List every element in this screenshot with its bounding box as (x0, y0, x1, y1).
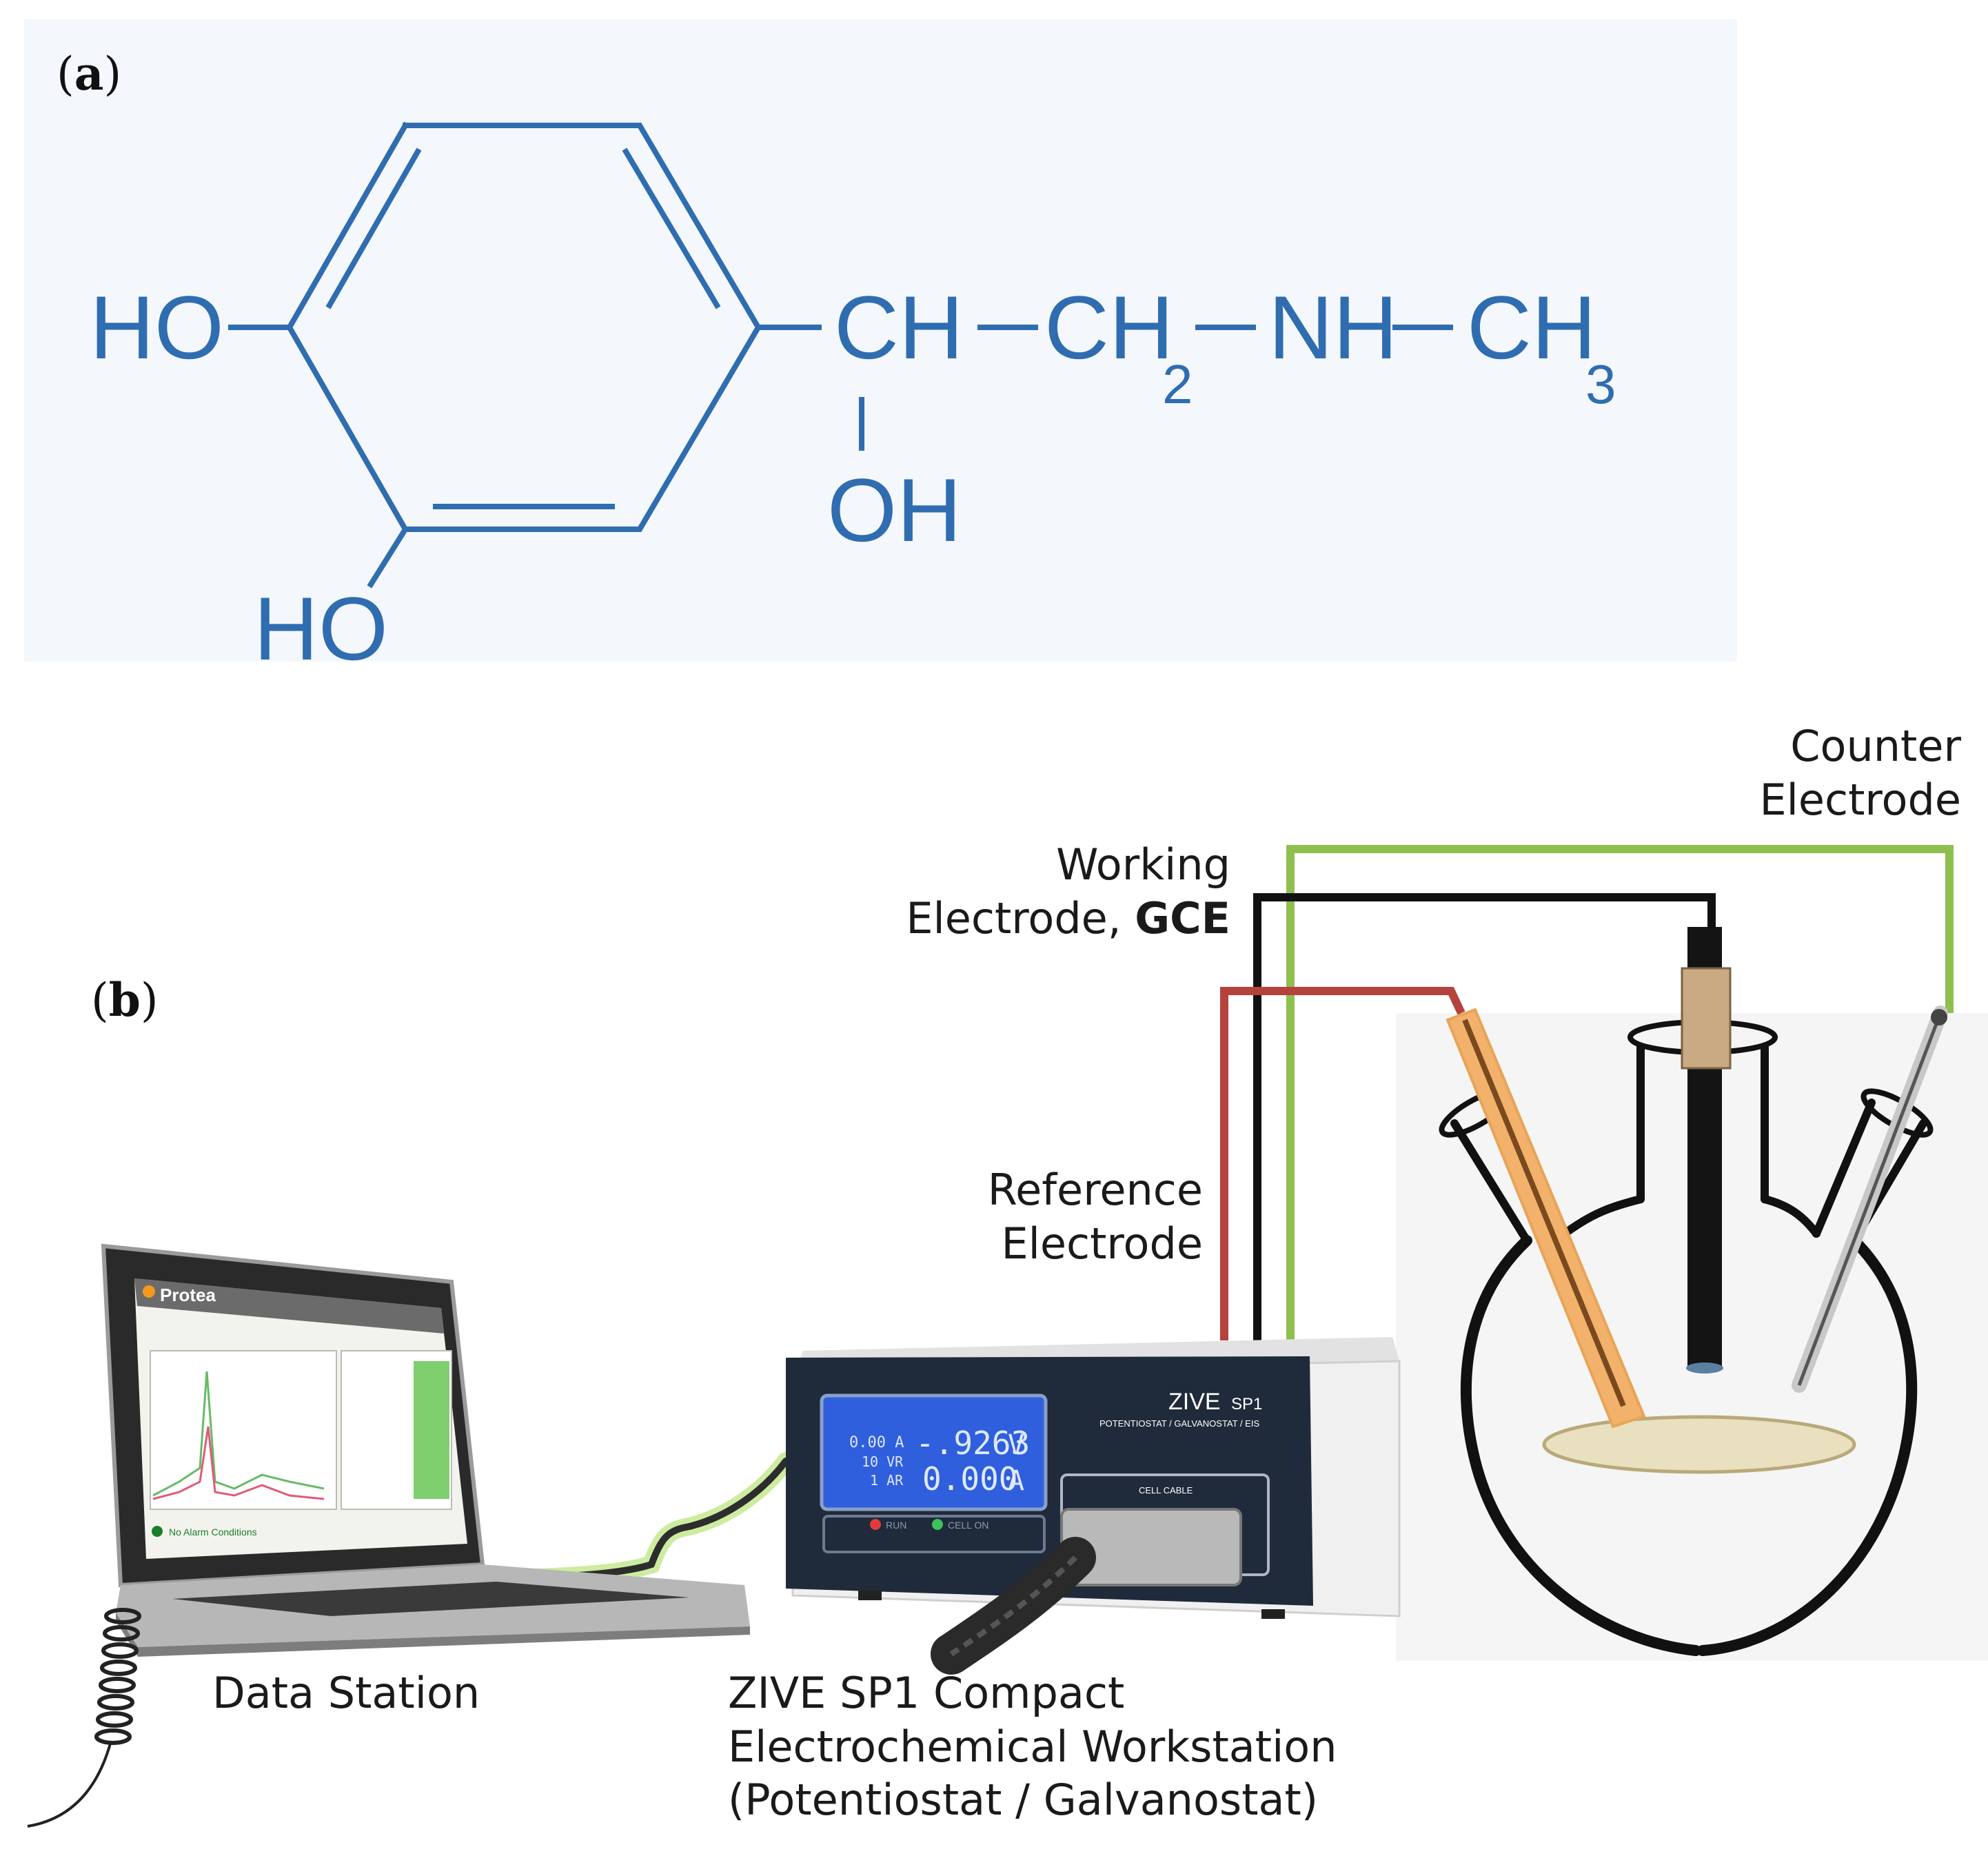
epinephrine-structure: HO HO CH CH NH CH OH 2 3 (90, 121, 1616, 679)
group-ch3: CH (1467, 277, 1596, 378)
device-foot-right (1261, 1609, 1285, 1619)
subscript-2: 2 (1162, 354, 1193, 415)
alarm-status-icon (152, 1526, 163, 1537)
device-brand: ZIVE SP1 (1168, 1389, 1262, 1415)
reference-electrode-label: Reference Electrode (987, 1165, 1203, 1269)
data-station-label: Data Station (212, 1668, 480, 1718)
flask-body-right (1697, 1235, 1918, 1656)
double-bond-upper-left (325, 147, 422, 309)
lcd-row1-value: -.9263 (915, 1425, 1030, 1462)
panel-a-background (24, 19, 1737, 662)
laptop-keyboard (172, 1582, 689, 1616)
laptop-brand: Protea (160, 1285, 216, 1305)
gce-label: GCE (1135, 892, 1230, 943)
flask-body-left (1460, 1235, 1701, 1656)
group-ho-top: HO (90, 277, 224, 378)
laptop-front-edge (116, 1613, 750, 1657)
double-bond-upper-right (622, 147, 721, 309)
led-run-icon (870, 1519, 881, 1530)
electrode-holder (1681, 967, 1732, 1070)
counter-electrode-wire (1286, 845, 1954, 1340)
three-neck-flask (1439, 1019, 1934, 1656)
zive-device: 0.00 A -.9263 V 10 VR 1 AR 0.000 A RUN C… (786, 1337, 1401, 1675)
group-ch2: CH (1044, 277, 1174, 378)
led-run-label: RUN (886, 1520, 906, 1531)
reference-electrode-wire (1220, 987, 1465, 1340)
led-bar (822, 1515, 1046, 1553)
group-nh: NH (1268, 277, 1398, 378)
solution-surface (1542, 1415, 1856, 1474)
screen-chart-trace-1 (152, 1371, 325, 1497)
lcd-row1-unit: V (1008, 1429, 1024, 1461)
lcd-row2-value: 0.000 (922, 1460, 1017, 1498)
screen-chart-area (150, 1350, 337, 1510)
reference-electrode (1446, 1008, 1646, 1429)
group-oh: OH (827, 460, 962, 560)
led-cell-on-label: CELL ON (948, 1520, 988, 1531)
laptop: Protea No Alarm Conditions (101, 1243, 750, 1657)
led-cell-on-icon (932, 1519, 943, 1530)
flask-shoulder (1561, 1195, 1820, 1238)
counter-electrode (1792, 1005, 1948, 1393)
protea-logo-icon (143, 1285, 155, 1298)
lcd-row2-unit: A (1008, 1465, 1024, 1497)
device-foot-left (858, 1591, 882, 1600)
laptop-status: No Alarm Conditions (169, 1527, 257, 1538)
coiled-cord (27, 1608, 141, 1828)
lcd-row2-left2: 1 AR (870, 1472, 904, 1489)
counter-electrode-label: Counter Electrode (1759, 721, 1961, 825)
group-ho-bottom: HO (254, 578, 388, 679)
device-subtitle: POTENTIOSTAT / GALVANOSTAT / EIS (1099, 1418, 1259, 1429)
usb-cable (477, 1452, 795, 1587)
lcd-row1-left: 0.00 A (849, 1434, 904, 1451)
flask-neck-center (1636, 1043, 1769, 1203)
lcd-row2-left: 10 VR (862, 1453, 904, 1470)
panel-a-label: (a) (57, 47, 122, 101)
screen-table-green (414, 1361, 449, 1499)
bond-ho-bottom (367, 525, 409, 589)
cell-cable-label: CELL CABLE (1139, 1485, 1193, 1495)
laptop-screen-header (134, 1278, 444, 1334)
working-electrode (1681, 927, 1732, 1374)
working-electrode-label: Working Electrode, GCE (906, 839, 1230, 943)
device-lcd (820, 1394, 1048, 1511)
subscript-3: 3 (1585, 354, 1616, 415)
working-electrode-wire (1253, 893, 1716, 1340)
group-ch: CH (834, 277, 964, 378)
panel-b-label: (b) (91, 973, 159, 1027)
zive-workstation-label: ZIVE SP1 Compact Electrochemical Worksta… (728, 1668, 1337, 1825)
screen-chart-trace-2 (152, 1426, 325, 1500)
